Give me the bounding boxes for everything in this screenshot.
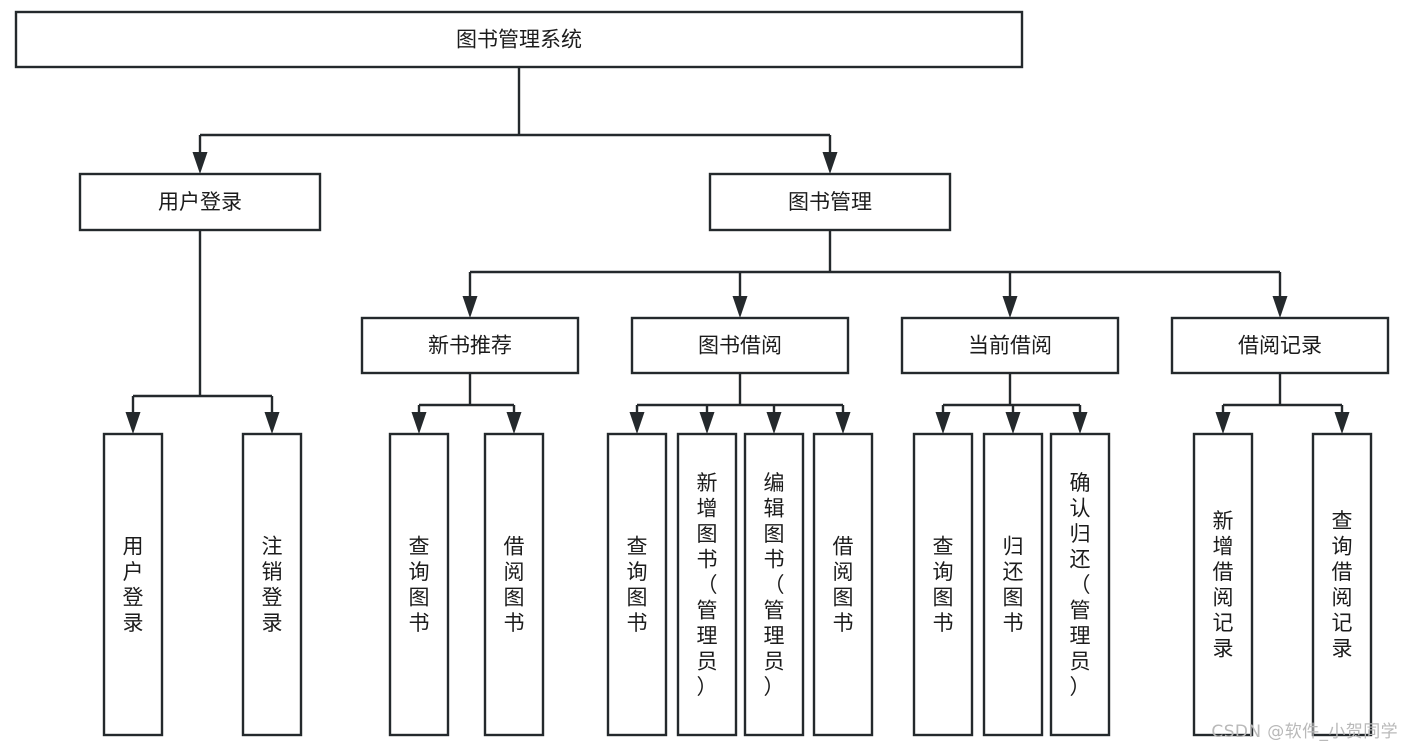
node-leaf-add-book-admin[interactable]: 新增图书（管理员） (676, 432, 738, 737)
csdn-watermark: CSDN @软件_小贺同学 (1211, 722, 1398, 742)
connector-user-login (125, 230, 280, 434)
connector-borrow-record (1215, 373, 1350, 434)
node-book-borrow[interactable]: 图书借阅 (630, 316, 850, 375)
connector-book-management (462, 230, 1288, 318)
node-label-leaf-query-borrow-record: 查询借阅记录 (1332, 509, 1353, 661)
node-box-leaf-borrow-book[interactable] (812, 432, 874, 737)
node-label-current-borrow: 当前借阅 (968, 334, 1052, 358)
node-leaf-query-borrow-record[interactable]: 查询借阅记录 (1311, 432, 1373, 737)
node-borrow-record[interactable]: 借阅记录 (1170, 316, 1390, 375)
node-user-login[interactable]: 用户登录 (78, 172, 322, 232)
node-box-root[interactable] (14, 10, 1024, 69)
node-label-leaf-borrow-book-recommend: 借阅图书 (504, 535, 525, 636)
connector-book-borrow (629, 373, 851, 434)
node-leaf-query-book-current[interactable]: 查询图书 (912, 432, 974, 737)
connector-current-borrow (935, 373, 1088, 434)
connector-root (192, 67, 838, 174)
node-leaf-user-login[interactable]: 用户登录 (102, 432, 164, 737)
node-book-management[interactable]: 图书管理 (708, 172, 952, 232)
node-box-leaf-query-borrow-record[interactable] (1311, 432, 1373, 737)
node-leaf-query-book-recommend[interactable]: 查询图书 (388, 432, 450, 737)
node-box-new-book-recommend[interactable] (360, 316, 580, 375)
node-label-leaf-user-login: 用户登录 (123, 535, 144, 636)
node-current-borrow[interactable]: 当前借阅 (900, 316, 1120, 375)
node-box-leaf-borrow-book-recommend[interactable] (483, 432, 545, 737)
node-leaf-return-book[interactable]: 归还图书 (982, 432, 1044, 737)
node-label-book-management: 图书管理 (788, 190, 872, 214)
node-box-borrow-record[interactable] (1170, 316, 1390, 375)
node-leaf-borrow-book[interactable]: 借阅图书 (812, 432, 874, 737)
node-box-current-borrow[interactable] (900, 316, 1120, 375)
node-label-leaf-query-book-current: 查询图书 (933, 535, 954, 636)
node-leaf-borrow-book-recommend[interactable]: 借阅图书 (483, 432, 545, 737)
node-leaf-query-book-borrow[interactable]: 查询图书 (606, 432, 668, 737)
node-box-book-management[interactable] (708, 172, 952, 232)
node-label-leaf-return-book: 归还图书 (1003, 535, 1024, 636)
node-leaf-edit-book-admin[interactable]: 编辑图书（管理员） (743, 432, 805, 737)
node-label-leaf-logout: 注销登录 (262, 535, 283, 636)
node-label-book-borrow: 图书借阅 (698, 334, 782, 358)
node-box-leaf-edit-book-admin[interactable] (743, 432, 805, 737)
node-box-leaf-query-book-recommend[interactable] (388, 432, 450, 737)
node-box-leaf-logout[interactable] (241, 432, 303, 737)
node-box-leaf-user-login[interactable] (102, 432, 164, 737)
node-box-leaf-return-book[interactable] (982, 432, 1044, 737)
node-box-leaf-add-borrow-record[interactable] (1192, 432, 1254, 737)
node-leaf-logout[interactable]: 注销登录 (241, 432, 303, 737)
node-box-leaf-add-book-admin[interactable] (676, 432, 738, 737)
node-label-borrow-record: 借阅记录 (1238, 334, 1322, 358)
node-label-leaf-query-book-recommend: 查询图书 (409, 535, 430, 636)
node-new-book-recommend[interactable]: 新书推荐 (360, 316, 580, 375)
node-label-leaf-confirm-return-admin: 确认归还（管理员） (1070, 471, 1091, 699)
node-label-user-login: 用户登录 (158, 190, 242, 214)
node-box-leaf-query-book-current[interactable] (912, 432, 974, 737)
node-layer: 图书管理系统用户登录图书管理新书推荐图书借阅当前借阅借阅记录用户登录注销登录查询… (14, 10, 1390, 737)
node-label-root: 图书管理系统 (456, 28, 582, 52)
node-label-new-book-recommend: 新书推荐 (428, 334, 512, 358)
node-leaf-add-borrow-record[interactable]: 新增借阅记录 (1192, 432, 1254, 737)
node-label-leaf-add-borrow-record: 新增借阅记录 (1213, 509, 1234, 661)
node-box-leaf-confirm-return-admin[interactable] (1049, 432, 1111, 737)
connector-layer (125, 67, 1350, 434)
node-root[interactable]: 图书管理系统 (14, 10, 1024, 69)
node-box-user-login[interactable] (78, 172, 322, 232)
node-leaf-confirm-return-admin[interactable]: 确认归还（管理员） (1049, 432, 1111, 737)
node-label-leaf-add-book-admin: 新增图书（管理员） (697, 471, 718, 699)
node-box-book-borrow[interactable] (630, 316, 850, 375)
node-box-leaf-query-book-borrow[interactable] (606, 432, 668, 737)
node-label-leaf-edit-book-admin: 编辑图书（管理员） (764, 471, 785, 699)
connector-new-book-recommend (411, 373, 522, 434)
node-label-leaf-query-book-borrow: 查询图书 (627, 535, 648, 636)
node-label-leaf-borrow-book: 借阅图书 (833, 535, 854, 636)
